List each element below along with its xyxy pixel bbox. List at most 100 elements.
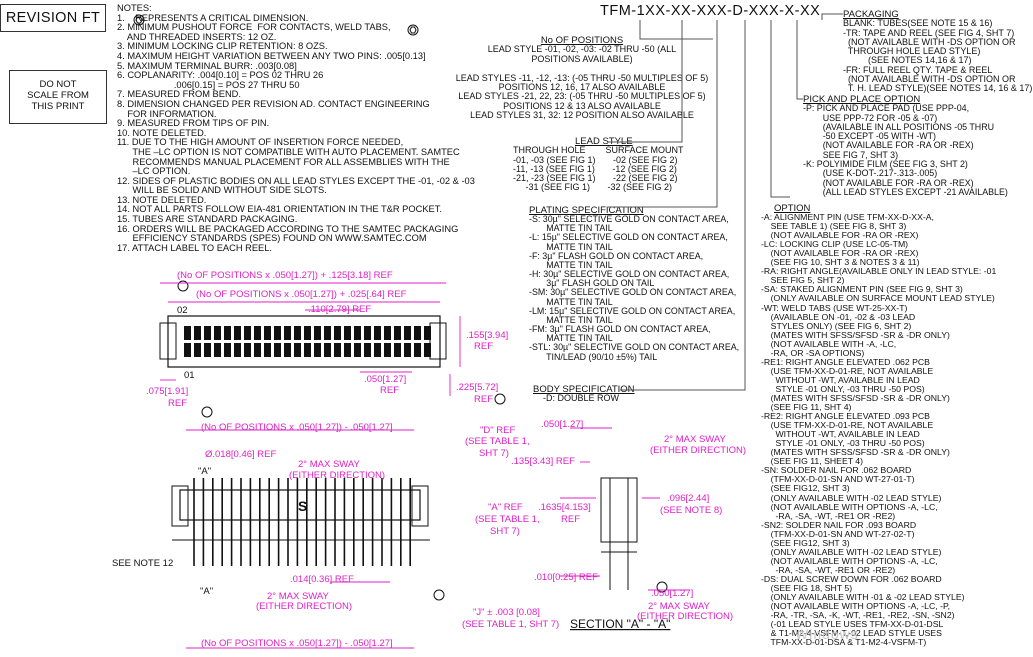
dim-sway-2b: (EITHER DIRECTION) <box>256 601 352 612</box>
pin <box>334 326 341 340</box>
dim-a-ref-b: (SEE TABLE 1, <box>475 514 540 525</box>
option-line: (SEE FIG 10, SHT 3 & NOTES 3 & 11) <box>761 257 920 268</box>
positions-line: POSITIONS 12, 16, 17 ALSO AVAILABLE <box>498 82 666 93</box>
pick-place-line: (ALL LEAD STYLES EXCEPT -21 AVAILABLE) <box>803 186 1008 197</box>
pin <box>294 326 301 340</box>
pin <box>214 343 221 357</box>
front-end-right <box>411 485 429 527</box>
option-line: (USE TFM-XX-D-01-RE, NOT AVAILABLE <box>761 420 934 431</box>
option-line: -LC: LOCKING CLIP (USE LC-05-TM) <box>761 239 909 250</box>
pick-place-block: PICK AND PLACE OPTION -P: PICK AND PLACE… <box>803 95 1033 197</box>
critical-dim-icon <box>201 406 213 418</box>
note-line: 2. MINIMUM PUSHOUT FORCE FOR CONTACTS, W… <box>117 22 391 33</box>
lead-style-line: -31 (SEE FIG 1) -32 (SEE FIG 2) <box>513 182 673 193</box>
pick-place-line: (USE K-DOT-.217-.313-.005) <box>803 168 938 179</box>
pin <box>184 343 191 357</box>
do-not-scale-line: THIS PRINT <box>31 101 85 112</box>
dim-sway-4: 2° MAX SWAY <box>648 601 711 612</box>
plating-line: MATTE TIN TAIL <box>529 241 613 252</box>
pin <box>424 343 431 357</box>
front-view-connector: S <box>171 478 430 566</box>
option-line: (MATES WITH SFSS/SFSD -SR & -DR ONLY) <box>761 392 950 403</box>
dim-sway-3b: (EITHER DIRECTION) <box>650 445 746 456</box>
dim-top-a: (No OF POSITIONS x .050[1.27]) + .125[3.… <box>177 270 393 281</box>
dim-a-ref-c: SHT 7) <box>490 526 520 537</box>
pin <box>274 326 281 340</box>
option-line: STYLES ONLY) (SEE FIG 6, SHT 2) <box>761 320 912 331</box>
section-title: SECTION "A" - "A" <box>570 617 670 631</box>
note-line: 11. DUE TO THE HIGH AMOUNT OF INSERTION … <box>117 137 404 148</box>
pin <box>404 326 411 340</box>
option-line: -RA, -SA, -WT, -RE1 OR -RE2) <box>761 510 896 521</box>
option-line: STYLE -01 ONLY, -03 THRU -50 POS) <box>761 383 925 394</box>
dim-s096-note: (SEE NOTE 8) <box>660 505 722 516</box>
pick-place-line: USE PPP-72 FOR -05 & -07) <box>803 112 938 123</box>
dim-front-bot: (No OF POSITIONS x .050[1.27]) - .050[1.… <box>201 638 393 649</box>
packaging-line: -TR: TAPE AND REEL (SEE FIG 4, SHT 7) <box>843 27 1015 38</box>
notes-list: 1. REPRESENTS A CRITICAL DIMENSION.2. MI… <box>117 13 502 254</box>
lead-style-line: -01, -03 (SEE FIG 1) -02 (SEE FIG 2) <box>513 154 678 165</box>
option-line: SEE FIG 5, SHT 2) <box>761 275 845 286</box>
pin <box>254 326 261 340</box>
critical-symbols <box>133 14 668 601</box>
packaging-line: (SEE NOTES 14,16 & 17) <box>843 55 972 66</box>
body-spec-line: -D: DOUBLE ROW <box>543 393 620 404</box>
pick-place-title: PICK AND PLACE OPTION <box>803 94 921 105</box>
option-line: (NOT AVAILABLE FOR -RA OR -REX) <box>761 230 919 241</box>
positions-line: LEAD STYLES -11, -12, -13: (-05 THRU -50… <box>455 72 709 83</box>
option-line: -RA, -SA, -WT, -RE1 OR -RE2) <box>761 564 896 575</box>
pick-place-line: -P: PICK AND PLACE PAD (USE PPP-04, <box>803 103 970 114</box>
pin <box>414 343 421 357</box>
option-line: STYLE -01 ONLY, -03 THRU -50 POS) <box>761 438 925 449</box>
dim-height-ref: REF <box>474 341 493 352</box>
dim-s010: .010[0.25] REF <box>534 572 598 583</box>
note-line: 16. ORDERS WILL BE PACKAGED ACCORDING TO… <box>117 223 459 234</box>
connector-end-left <box>159 322 177 360</box>
pin <box>354 326 361 340</box>
option-line: (TFM-XX-D-01-SN AND WT-27-02-T) <box>761 528 915 539</box>
front-body-outline <box>179 489 421 521</box>
pin <box>204 326 211 340</box>
option-line: SEE TABLE 1) (SEE FIG 8, SHT 3) <box>761 221 907 232</box>
pin <box>224 343 231 357</box>
pin <box>244 343 251 357</box>
dim-sway-1b: (EITHER DIRECTION) <box>289 470 385 481</box>
pin <box>304 326 311 340</box>
section-a-label-top: "A" <box>198 466 211 477</box>
top-pin-array <box>184 326 431 357</box>
option-line: (ONLY AVAILABLE WITH -02 LEAD STYLE) <box>761 546 942 557</box>
option-line: WITHOUT -WT, AVAILABLE IN LEAD <box>761 429 920 440</box>
note-line: 13. NOTE DELETED. <box>117 194 207 205</box>
critical-dim-icon <box>656 581 668 593</box>
connector-body-outline <box>167 315 441 368</box>
plating-line: -SM: 30µ" SELECTIVE GOLD ON CONTACT AREA… <box>529 287 737 298</box>
positions-block: No OF POSITIONS LEAD STYLE -01, -02, -03… <box>452 36 712 121</box>
lead-style-lines: THROUGH HOLE SURFACE MOUNT-01, -03 (SEE … <box>513 145 713 193</box>
dim-d-ref-3: SHT 7) <box>479 448 509 459</box>
dim-225-ref: REF <box>474 394 493 405</box>
note-line: 10. NOTE DELETED. <box>117 127 207 138</box>
pin <box>394 326 401 340</box>
pin <box>184 326 191 340</box>
option-line: (SEE FIG 18, SHT 5) <box>761 582 853 593</box>
pick-place-line: (NOT AVAILABLE FOR -RA OR -REX) <box>803 140 974 151</box>
pick-place-line: SEE FIG 7, SHT 3) <box>803 149 899 160</box>
option-line: (ONLY AVAILABLE ON SURFACE MOUNT LEAD ST… <box>761 293 995 304</box>
option-title: OPTION <box>774 203 811 214</box>
pin <box>244 326 251 340</box>
pin <box>364 326 371 340</box>
do-not-scale-line: SCALE FROM <box>27 90 89 101</box>
pin <box>264 326 271 340</box>
option-block: OPTION -A: ALIGNMENT PIN (USE TFM-XX-D-X… <box>761 204 1033 647</box>
option-line: -SN: SOLDER NAIL FOR .062 BOARD <box>761 465 912 476</box>
dim-sway-2: 2° MAX SWAY <box>267 591 330 602</box>
plating-line: -FM: 3µ" FLASH GOLD ON CONTACT AREA, <box>529 324 711 335</box>
pin <box>324 343 331 357</box>
dim-s050: .050[1.27] <box>541 419 583 430</box>
dim-sway-3: 2° MAX SWAY <box>664 434 727 445</box>
option-line: TFM-XX-D-01-DSA & T1-M2-4-VSFM-T) <box>761 637 927 648</box>
pin <box>264 343 271 357</box>
dim-s1635-ref: REF <box>561 514 580 525</box>
hex-icon <box>409 26 417 34</box>
note-line: FOR INFORMATION. <box>117 108 217 119</box>
